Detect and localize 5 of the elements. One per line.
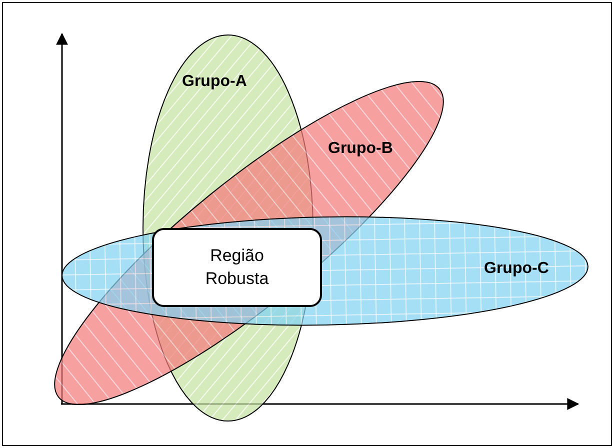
group-label: Grupo-B (328, 140, 393, 157)
region-box (152, 228, 322, 307)
group-label: Grupo-C (484, 260, 549, 277)
region-label: Região Robusta (204, 244, 270, 290)
group-label: Grupo-A (182, 73, 247, 90)
